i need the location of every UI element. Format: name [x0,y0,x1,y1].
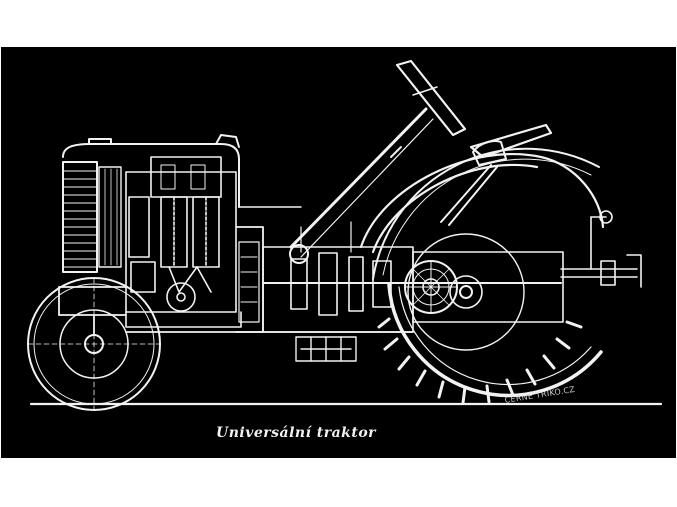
steering-assembly [289,59,467,264]
chassis-frame [58,286,414,336]
engine-block [125,156,242,328]
rear-hitch [560,210,642,288]
radiator-grille [62,161,122,273]
blueprint-plate: Universální traktor ČERNÉ TRIKO.CZ [1,47,676,458]
rear-fender [359,123,605,254]
rear-wheel [372,147,603,405]
engine-hood [62,134,302,208]
pto-pulley [295,336,357,362]
tractor-cutaway-drawing [27,59,663,411]
front-wheel [27,277,161,411]
diagram-caption: Universální traktor [216,425,377,441]
driver-seat [440,140,507,226]
gearbox [262,221,564,333]
clutch-housing [235,226,264,333]
